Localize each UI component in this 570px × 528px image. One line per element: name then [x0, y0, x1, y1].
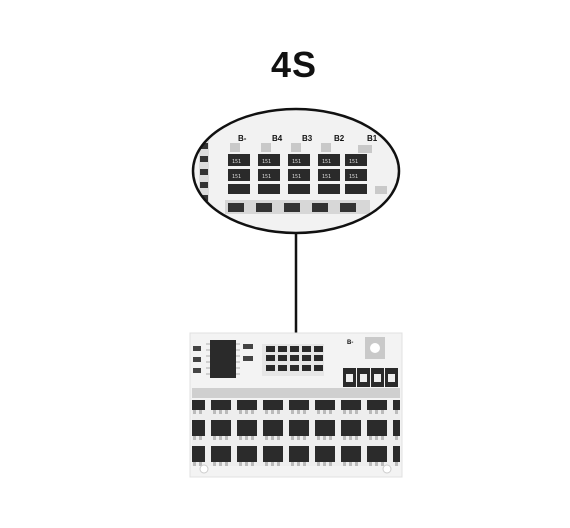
svg-text:151: 151	[232, 159, 241, 165]
svg-text:151: 151	[292, 174, 301, 180]
svg-text:151: 151	[262, 174, 271, 180]
resistor-array: 151 151 151 151 151 151 151 151	[228, 154, 367, 194]
svg-text:B-: B-	[347, 340, 353, 346]
ic-chip	[210, 340, 236, 378]
svg-text:151: 151	[349, 159, 358, 165]
label-b-minus: B-	[238, 134, 247, 143]
mosfet-row-top	[192, 400, 400, 434]
board-resistor-cluster	[262, 344, 324, 376]
svg-text:151: 151	[322, 159, 331, 165]
svg-text:151: 151	[349, 174, 358, 180]
page-title: 4S	[270, 44, 318, 85]
label-b2: B2	[334, 134, 345, 143]
label-b1: B1	[367, 134, 378, 143]
svg-text:151: 151	[262, 159, 271, 165]
svg-text:151: 151	[232, 174, 241, 180]
mosfet-row-bottom	[192, 434, 400, 466]
label-b4: B4	[272, 134, 283, 143]
svg-text:151: 151	[322, 174, 331, 180]
svg-text:151: 151	[292, 159, 301, 165]
label-b3: B3	[302, 134, 313, 143]
pcb-board: B-	[189, 332, 403, 478]
zoom-lens: 151 151 151 151 151 151 151 151	[191, 107, 401, 235]
